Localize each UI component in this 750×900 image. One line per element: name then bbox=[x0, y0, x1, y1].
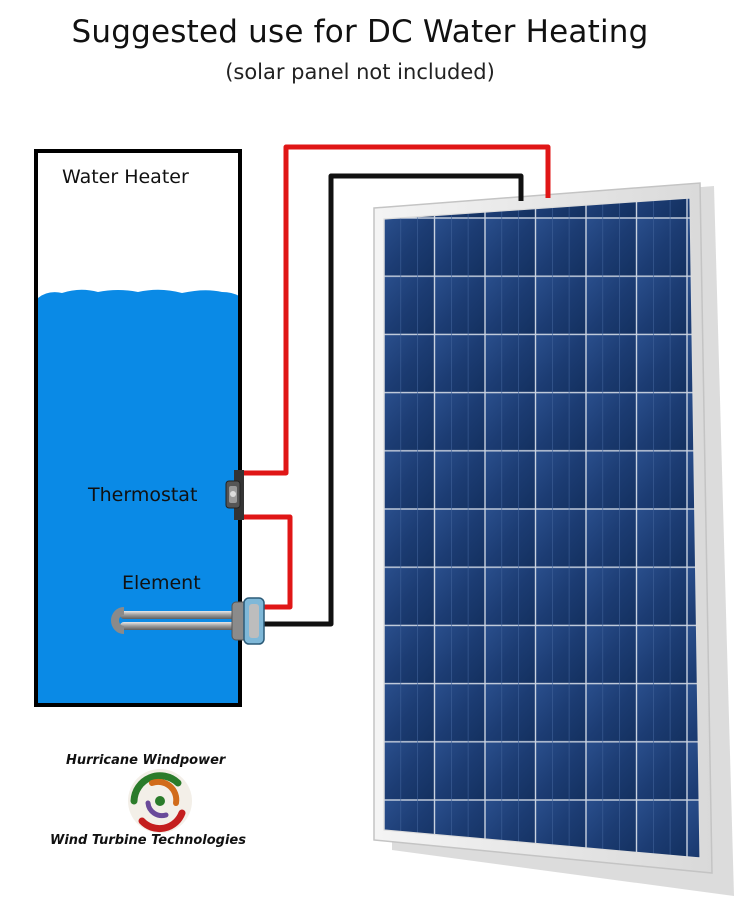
element-label: Element bbox=[122, 572, 201, 594]
page-subtitle: (solar panel not included) bbox=[225, 60, 495, 84]
water-heater-tank bbox=[34, 149, 242, 707]
solar-panel bbox=[373, 182, 734, 896]
wiring bbox=[243, 144, 551, 627]
tank-outline bbox=[34, 149, 242, 707]
logo-swirl-icon bbox=[128, 769, 192, 833]
water-fill bbox=[38, 289, 239, 703]
water-heater-label: Water Heater bbox=[62, 166, 189, 188]
thermostat-icon bbox=[225, 470, 244, 520]
positive-wire-panel-to-thermostat bbox=[243, 144, 551, 476]
logo-tagline: Wind Turbine Technologies bbox=[50, 833, 246, 848]
logo-company-name: Hurricane Windpower bbox=[66, 753, 226, 768]
thermostat-label: Thermostat bbox=[88, 484, 198, 506]
heating-element-icon bbox=[111, 597, 265, 645]
negative-wire-panel-to-element bbox=[262, 173, 524, 627]
page-title: Suggested use for DC Water Heating bbox=[71, 14, 649, 50]
jumper-wire-thermostat-to-element bbox=[243, 514, 293, 610]
panel-cells bbox=[384, 198, 700, 858]
